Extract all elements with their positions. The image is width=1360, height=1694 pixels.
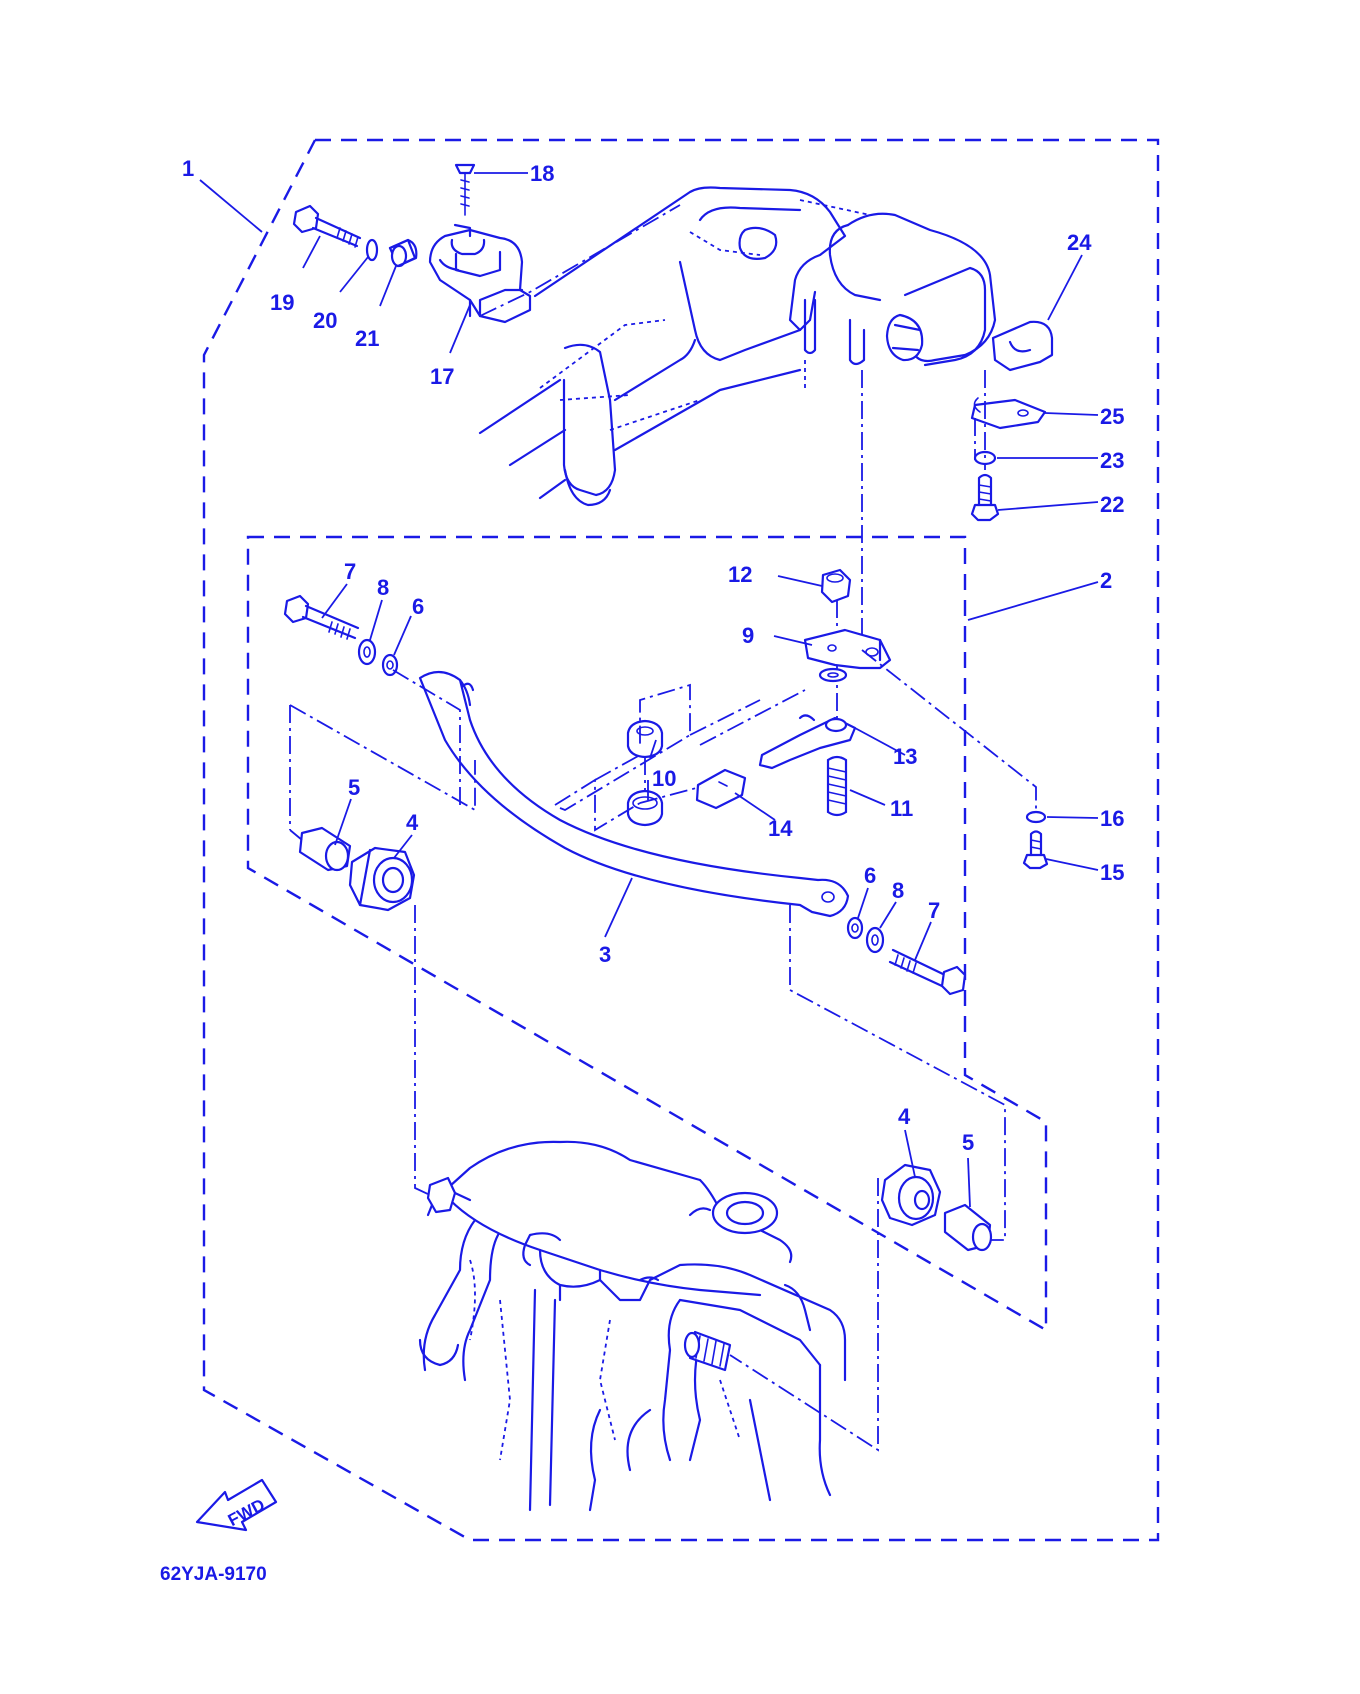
callout-1: 1 [182, 156, 194, 181]
callout-20: 20 [313, 308, 337, 333]
callout-22: 22 [1100, 492, 1124, 517]
callout-9: 9 [742, 623, 754, 648]
part-5-collar-left [298, 826, 352, 872]
callout-18: 18 [530, 161, 554, 186]
callout-4-right: 4 [898, 1104, 911, 1129]
part-11-stud [826, 755, 848, 817]
callout-6-right: 6 [864, 863, 876, 888]
hidden-lines [469, 199, 871, 1461]
part-12-nut [820, 568, 852, 604]
callout-17: 17 [430, 364, 454, 389]
part-13-lever [758, 714, 857, 770]
part-7-bolt-right [888, 948, 967, 996]
part-20-washer [365, 238, 379, 262]
part-3-steering-arm [418, 670, 850, 918]
part-8-washer-right [865, 926, 885, 954]
callout-7-right: 7 [928, 898, 940, 923]
part-17-bracket [428, 223, 532, 324]
phantom-lines [289, 204, 1037, 1452]
callout-7-left: 7 [344, 559, 356, 584]
callout-12: 12 [728, 562, 752, 587]
callout-8-right: 8 [892, 878, 904, 903]
fwd-arrow-icon: FWD [195, 1478, 278, 1532]
leader-lines [199, 172, 1099, 1208]
part-9-plate [803, 628, 892, 670]
callout-23: 23 [1100, 448, 1124, 473]
part-6-washer-right [846, 916, 864, 940]
part-24-clip [991, 320, 1054, 372]
callout-14: 14 [768, 816, 793, 841]
part-10-grommet-top [626, 719, 664, 759]
callout-4-left: 4 [406, 810, 419, 835]
callout-25: 25 [1100, 404, 1124, 429]
callout-24: 24 [1067, 230, 1092, 255]
outer-assembly-boundary [202, 138, 1160, 1542]
inner-assembly-boundary [246, 535, 1048, 1333]
callout-11: 11 [890, 796, 913, 821]
part-19-bolt [292, 204, 362, 248]
callout-13: 13 [893, 744, 917, 769]
callout-19: 19 [270, 290, 294, 315]
lower-swivel-bracket [418, 1140, 847, 1512]
part-washer-9 [818, 667, 848, 683]
part-4-mount-right [880, 1163, 942, 1227]
callout-16: 16 [1100, 806, 1124, 831]
callout-6-left: 6 [412, 594, 424, 619]
drawing-code: 62YJA-9170 [160, 1564, 267, 1585]
callout-21: 21 [355, 326, 379, 351]
part-25-plate [970, 397, 1047, 430]
part-16-washer [1025, 810, 1047, 824]
callout-5-right: 5 [962, 1130, 974, 1155]
part-4-mount-left [348, 846, 416, 912]
callout-15: 15 [1100, 860, 1124, 885]
lower-stud [683, 1330, 732, 1372]
callout-3: 3 [599, 942, 611, 967]
part-7-bolt-left [283, 594, 360, 640]
part-15-bolt [1022, 830, 1049, 870]
callout-10: 10 [652, 766, 676, 791]
part-22-bolt [970, 473, 1000, 522]
callout-labels: 1 2 3 4 4 5 5 6 6 7 7 8 8 9 10 11 12 13 … [182, 156, 1124, 1155]
upper-bracket-housing [478, 186, 997, 507]
part-8-washer-left [357, 638, 377, 666]
callout-8-left: 8 [377, 575, 389, 600]
part-18-screw [454, 163, 476, 216]
part-5-collar-right [943, 1203, 993, 1252]
callout-2: 2 [1100, 568, 1112, 593]
callout-5-left: 5 [348, 775, 360, 800]
part-21-collar [388, 238, 418, 268]
part-14-block [695, 768, 747, 810]
